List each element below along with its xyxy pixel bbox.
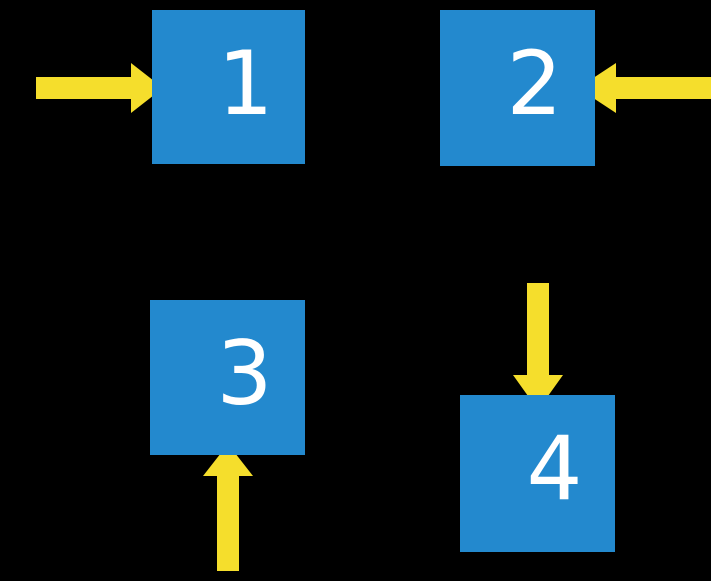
arrow-down-glyph [513, 283, 563, 410]
arrow-into-node-2[interactable] [578, 63, 711, 113]
arrow-left-glyph [578, 63, 711, 113]
node-4-shape [460, 395, 615, 552]
node-1-shape [152, 10, 305, 164]
node-2-shape [440, 10, 595, 166]
node-4-label: 4 [526, 417, 583, 520]
diagram-node-1[interactable]: 1 [152, 10, 305, 164]
node-2-label: 2 [506, 32, 563, 135]
arrow-right-glyph [36, 63, 163, 113]
diagram-node-3[interactable]: 3 [150, 300, 305, 455]
node-3-label: 3 [216, 322, 273, 425]
diagram-node-4[interactable]: 4 [460, 395, 615, 552]
node-3-shape [150, 300, 305, 455]
arrow-into-node-3[interactable] [203, 444, 253, 571]
node-1-label: 1 [217, 32, 274, 135]
diagram-node-2[interactable]: 2 [440, 10, 595, 166]
arrow-into-node-1[interactable] [36, 63, 163, 113]
arrow-into-node-4[interactable] [513, 283, 563, 410]
arrow-up-glyph [203, 444, 253, 571]
